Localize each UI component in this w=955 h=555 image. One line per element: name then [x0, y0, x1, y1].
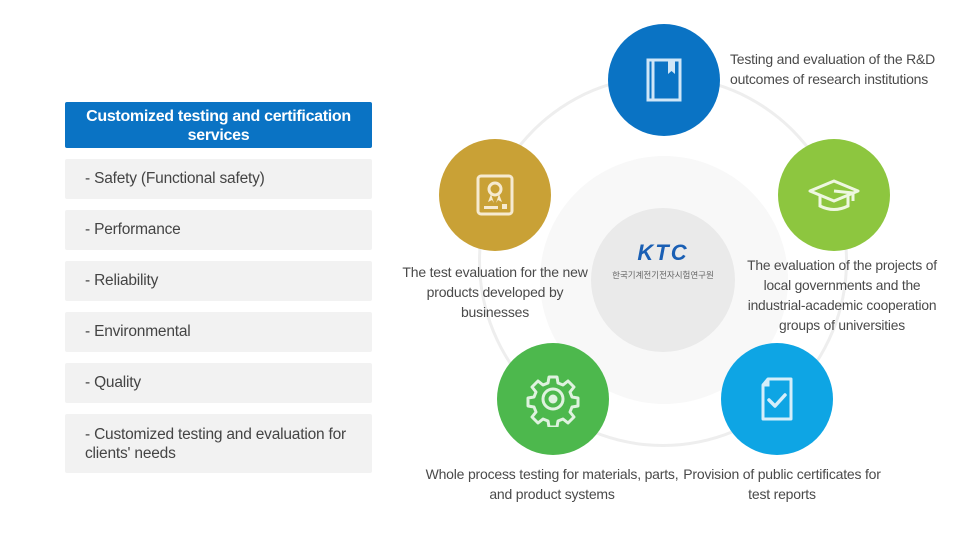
node-local-gov [778, 139, 890, 251]
service-item-environmental: - Environmental [65, 312, 372, 352]
node-research [608, 24, 720, 136]
gear-icon [526, 375, 580, 427]
service-item-quality: - Quality [65, 363, 372, 403]
service-item-customized: - Customized testing and evaluation for … [65, 414, 372, 473]
node-new-products-label: The test evaluation for the new products… [402, 264, 588, 320]
inner-circle [591, 208, 735, 352]
logo-subtitle: 한국기계전기전자시험연구원 [612, 270, 714, 280]
document-check-icon [761, 377, 793, 421]
graduation-cap-icon [808, 179, 860, 211]
service-item-performance: - Performance [65, 210, 372, 250]
service-item-reliability: - Reliability [65, 261, 372, 301]
node-certificates-label: Provision of public certificates for tes… [683, 466, 881, 502]
services-header: Customized testing and certification ser… [65, 102, 372, 148]
certificate-icon [476, 174, 514, 216]
node-research-label: Testing and evaluation of the R&D outcom… [730, 51, 936, 87]
node-whole-process [497, 343, 609, 455]
node-local-gov-label: The evaluation of the projects of local … [747, 258, 937, 333]
logo-mark: KTC [637, 240, 689, 265]
node-whole-process-label: Whole process testing for materials, par… [425, 466, 679, 502]
service-item-safety: - Safety (Functional safety) [65, 159, 372, 199]
node-certificates [721, 343, 833, 455]
services-panel: Customized testing and certification ser… [65, 102, 372, 473]
book-icon [646, 58, 682, 102]
ktc-logo: KTC 한국기계전기전자시험연구원 [591, 240, 735, 281]
node-new-products [439, 139, 551, 251]
